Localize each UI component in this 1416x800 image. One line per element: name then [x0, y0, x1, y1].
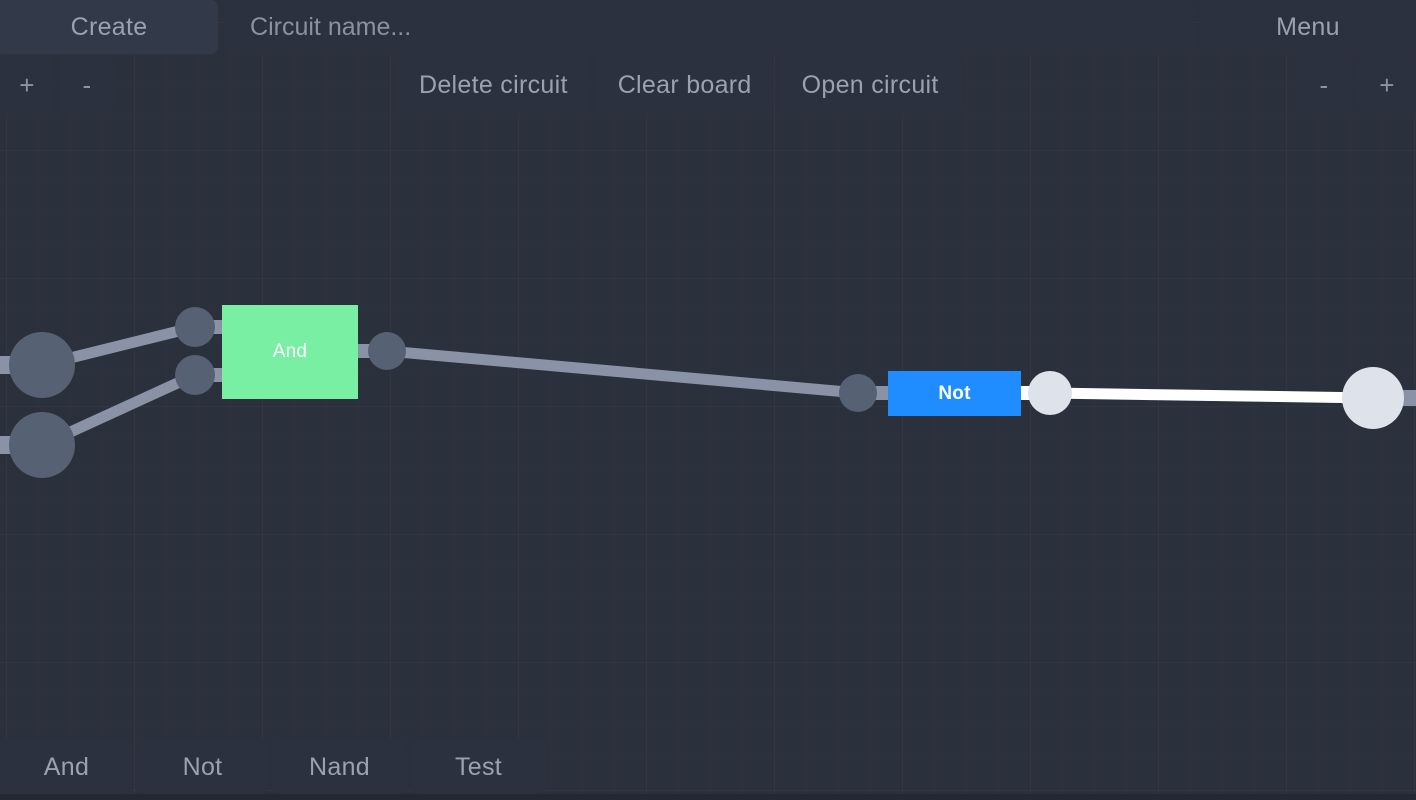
palette-item-not[interactable]: Not	[137, 740, 268, 794]
menu-button[interactable]: Menu	[1199, 0, 1416, 54]
node-and-in-1[interactable]	[175, 307, 215, 347]
clear-board-button[interactable]: Clear board	[595, 56, 774, 114]
zoom-in-button-left[interactable]: +	[0, 56, 54, 114]
node-in-a[interactable]	[9, 332, 75, 398]
circuit-name-input[interactable]	[224, 0, 1194, 54]
zoom-controls-right: - +	[1296, 56, 1416, 114]
component-palette: And Not Nand Test	[0, 740, 546, 794]
top-toolbar-primary: Create Menu	[0, 0, 1416, 54]
node-and-out[interactable]	[368, 332, 406, 370]
create-button[interactable]: Create	[0, 0, 219, 54]
zoom-out-button-left[interactable]: -	[60, 56, 114, 114]
palette-item-and[interactable]: And	[0, 740, 133, 794]
node-out-final[interactable]	[1342, 367, 1404, 429]
gate-and-label: And	[272, 341, 308, 362]
gate-and[interactable]: And	[222, 305, 358, 399]
node-and-in-2[interactable]	[175, 355, 215, 395]
node-not-in[interactable]	[839, 374, 877, 412]
top-toolbar-secondary: + - Delete circuit Clear board Open circ…	[0, 56, 1416, 114]
palette-item-nand[interactable]: Nand	[272, 740, 407, 794]
board-actions-group: Delete circuit Clear board Open circuit	[397, 56, 961, 114]
zoom-controls-left: + -	[0, 56, 114, 114]
wire-and-out-to-not-in[interactable]	[386, 345, 859, 399]
palette-item-test[interactable]: Test	[411, 740, 546, 794]
wire-not-out-to-out-final[interactable]	[1049, 387, 1374, 404]
zoom-out-button-right[interactable]: -	[1296, 56, 1352, 114]
bottom-edge-strip	[0, 794, 1416, 800]
node-not-out[interactable]	[1028, 371, 1072, 415]
gate-not[interactable]: Not	[888, 371, 1021, 416]
node-in-b[interactable]	[9, 412, 75, 478]
zoom-in-button-right[interactable]: +	[1358, 56, 1416, 114]
gate-not-label: Not	[938, 382, 971, 404]
delete-circuit-button[interactable]: Delete circuit	[397, 56, 590, 114]
open-circuit-button[interactable]: Open circuit	[779, 56, 961, 114]
